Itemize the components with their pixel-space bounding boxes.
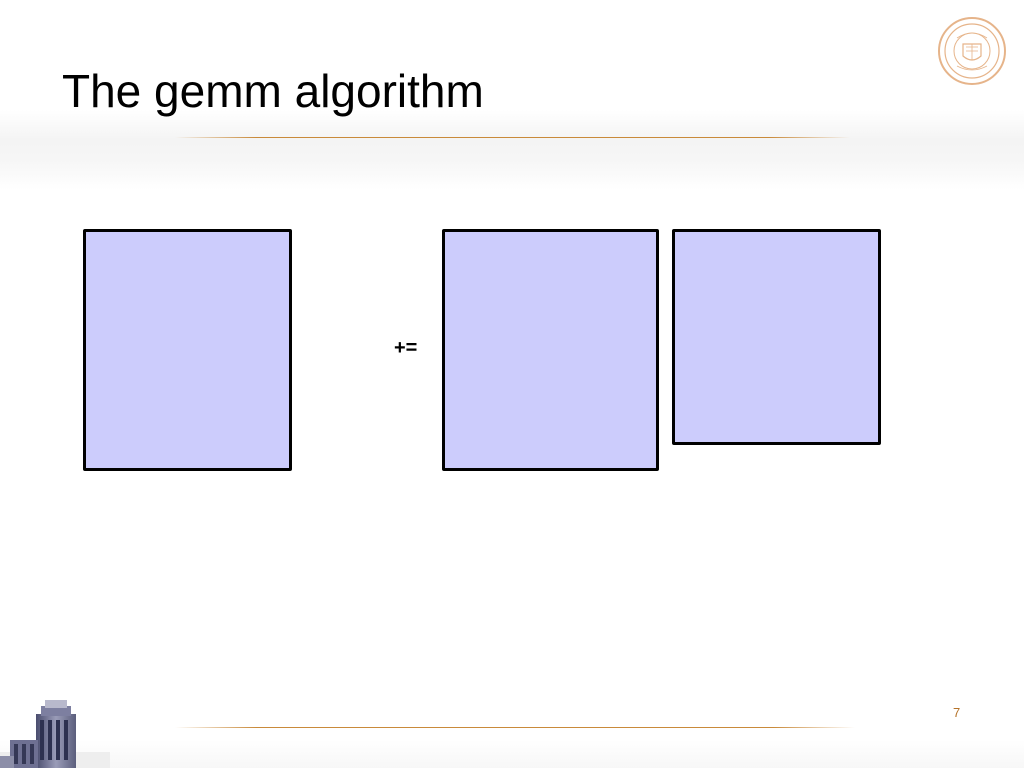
footer-band [0,740,1024,768]
university-seal-icon [938,17,1006,85]
matrix-b [672,229,881,445]
page-number: 7 [953,705,961,720]
plus-equals-operator: += [394,337,418,359]
matrix-c [83,229,292,471]
matrix-a [442,229,659,471]
footer-divider [175,727,855,728]
slide-title: The gemm algorithm [62,65,484,117]
title-divider [175,137,850,138]
tower-icon [0,700,110,768]
